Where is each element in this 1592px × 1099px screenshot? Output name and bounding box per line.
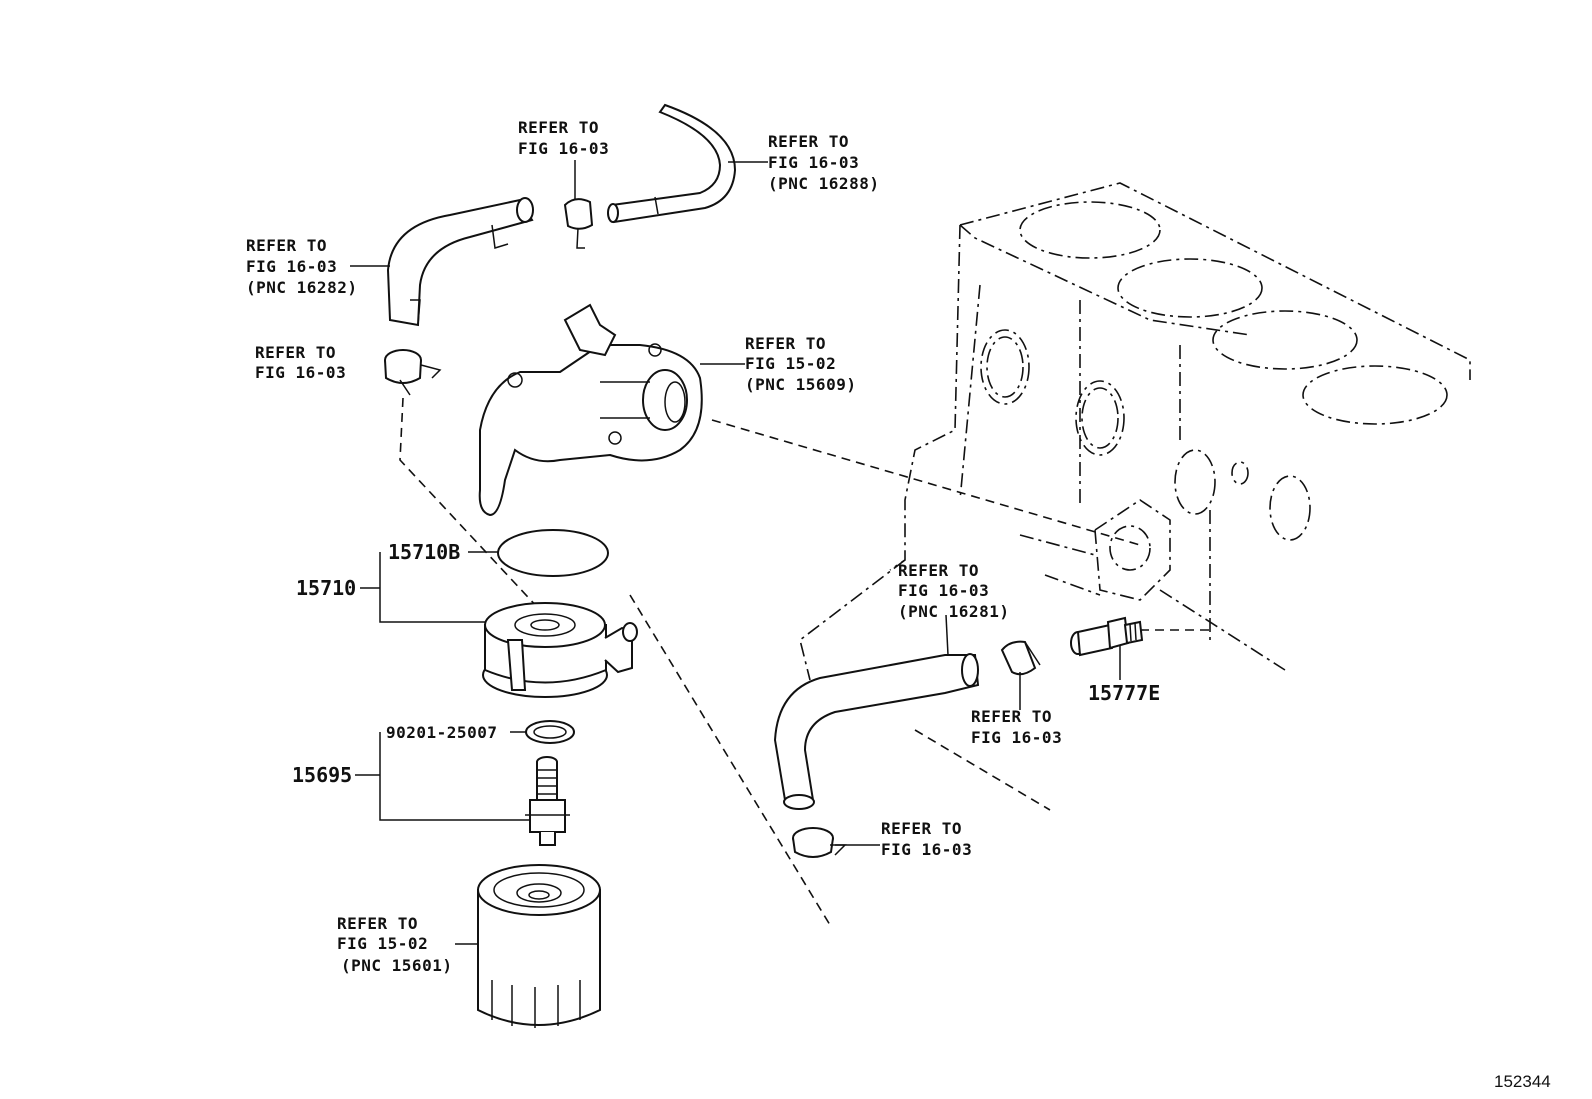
o-ring-15710b[interactable] [497,529,609,577]
union-bolt-15695[interactable] [525,756,570,846]
callout-hose-16288[interactable]: REFER TO FIG 16-03 (PNC 16288) [768,132,879,193]
svg-text:(PNC 15601): (PNC 15601) [341,956,452,975]
svg-text:REFER TO: REFER TO [255,343,336,362]
svg-text:REFER TO: REFER TO [337,914,418,933]
assembly-lines [399,397,1210,926]
svg-text:FIG 16-03: FIG 16-03 [898,581,989,600]
callout-hose-16281[interactable]: REFER TO FIG 16-03 (PNC 16281) [898,561,1009,621]
svg-text:FIG 16-03: FIG 16-03 [971,728,1062,747]
part-number-15710[interactable]: 15710 [296,576,356,600]
clamp-bottom[interactable] [792,827,847,858]
svg-text:REFER TO: REFER TO [768,132,849,151]
svg-text:FIG 15-02: FIG 15-02 [745,354,836,373]
engine-block [799,182,1471,681]
svg-text:REFER TO: REFER TO [518,118,599,137]
water-inlet-15609[interactable] [478,303,703,517]
svg-text:REFER TO: REFER TO [898,561,979,580]
hose-16288[interactable] [607,103,737,224]
svg-text:FIG 16-03: FIG 16-03 [881,840,972,859]
callout-clamp-top[interactable]: REFER TO FIG 16-03 [518,118,609,158]
svg-text:FIG 16-03: FIG 16-03 [518,139,609,158]
part-number-15695[interactable]: 15695 [292,763,352,787]
svg-text:FIG 16-03: FIG 16-03 [255,363,346,382]
svg-text:(PNC 16281): (PNC 16281) [898,602,1009,621]
svg-text:REFER TO: REFER TO [745,334,826,353]
hose-16282[interactable] [386,197,534,327]
svg-text:REFER TO: REFER TO [246,236,327,255]
callout-clamp-left[interactable]: REFER TO FIG 16-03 [255,343,346,382]
oil-filter-15601[interactable] [477,864,601,1028]
svg-text:(PNC 15609): (PNC 15609) [745,375,856,394]
callout-clamp-mid[interactable]: REFER TO FIG 16-03 [971,707,1062,747]
gasket-90201-25007[interactable] [525,720,575,744]
svg-text:(PNC 16288): (PNC 16288) [768,174,879,193]
callout-oil-filter-15601[interactable]: REFER TO FIG 15-02 (PNC 15601) [337,914,452,975]
oil-cooler-15710[interactable] [482,602,638,698]
figure-id: 152344 [1494,1072,1551,1091]
clamp-top[interactable] [563,198,594,249]
fitting-15777e[interactable] [1070,616,1144,657]
callout-clamp-bottom[interactable]: REFER TO FIG 16-03 [881,819,972,859]
svg-text:FIG 16-03: FIG 16-03 [768,153,859,172]
svg-text:FIG 16-03: FIG 16-03 [246,257,337,276]
part-number-15710b[interactable]: 15710B [388,540,460,564]
clamp-left[interactable] [384,349,442,396]
callout-water-inlet-15609[interactable]: REFER TO FIG 15-02 (PNC 15609) [745,334,856,394]
svg-text:REFER TO: REFER TO [881,819,962,838]
svg-text:FIG 15-02: FIG 15-02 [337,934,428,953]
svg-text:(PNC 16282): (PNC 16282) [246,278,357,297]
leader-lines [350,160,1121,945]
svg-text:REFER TO: REFER TO [971,707,1052,726]
callout-hose-16282[interactable]: REFER TO FIG 16-03 (PNC 16282) [246,236,357,297]
part-number-15777e[interactable]: 15777E [1088,681,1160,705]
clamp-mid[interactable] [1000,640,1041,676]
part-number-90201-25007[interactable]: 90201-25007 [386,723,497,742]
hose-16281[interactable] [773,653,980,810]
